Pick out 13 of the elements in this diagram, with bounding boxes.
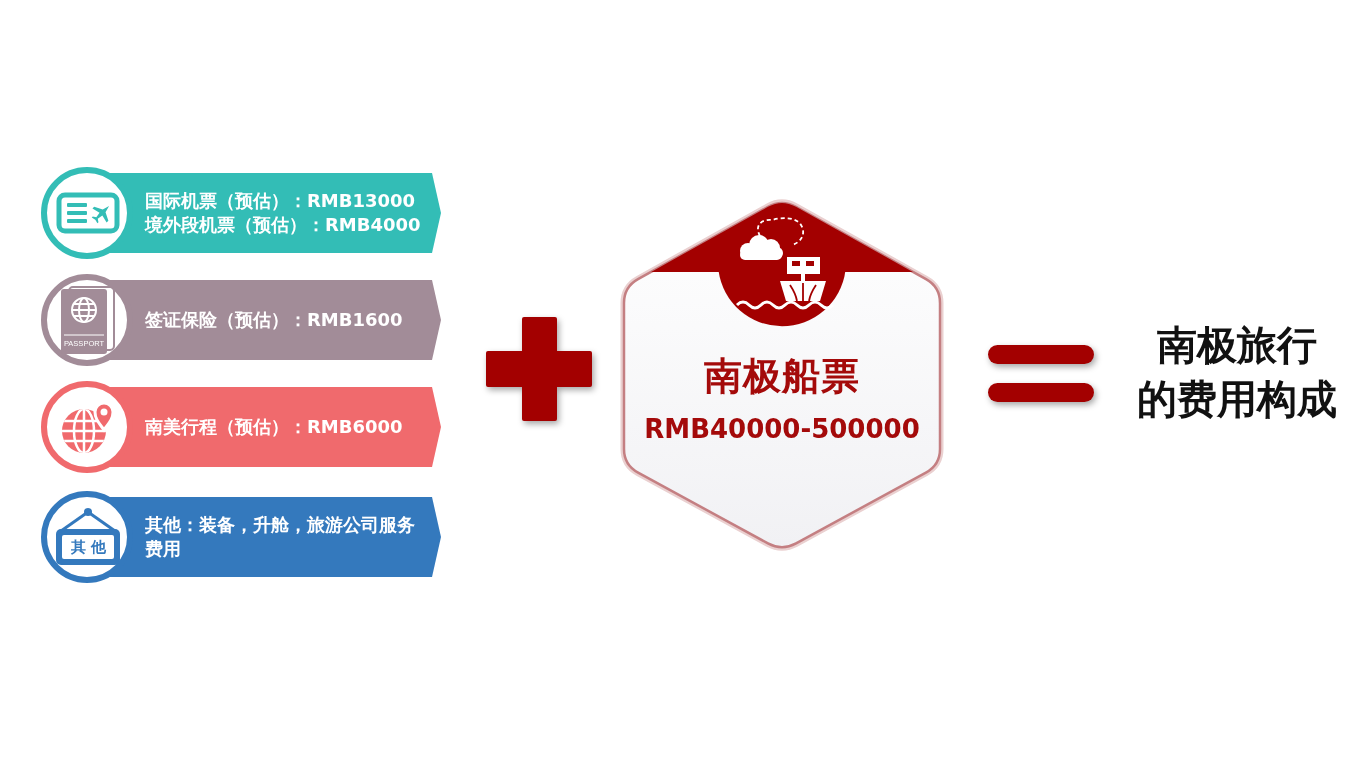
cost-text: 其他：装备，升舱，旅游公司服务费用 [145, 513, 416, 561]
cost-banner [40, 165, 442, 261]
cost-banner [40, 379, 442, 475]
cost-text: 南美行程（预估）：RMB6000 [145, 415, 403, 439]
cost-text: 境外段机票（预估）：RMB4000 [145, 213, 421, 237]
ticket-title: 南极船票 [704, 353, 860, 399]
price-text: RMB40000-500000 [644, 413, 920, 446]
cost-text: 签证保险（预估）：RMB1600 [145, 308, 403, 332]
sign-label: 其他 [69, 538, 111, 556]
cost-banner [40, 489, 442, 585]
cost-text: 国际机票（预估）：RMB13000 [145, 189, 416, 213]
cost-banner [40, 272, 442, 368]
result-text: 南极旅行的费用构成 [1137, 321, 1337, 424]
